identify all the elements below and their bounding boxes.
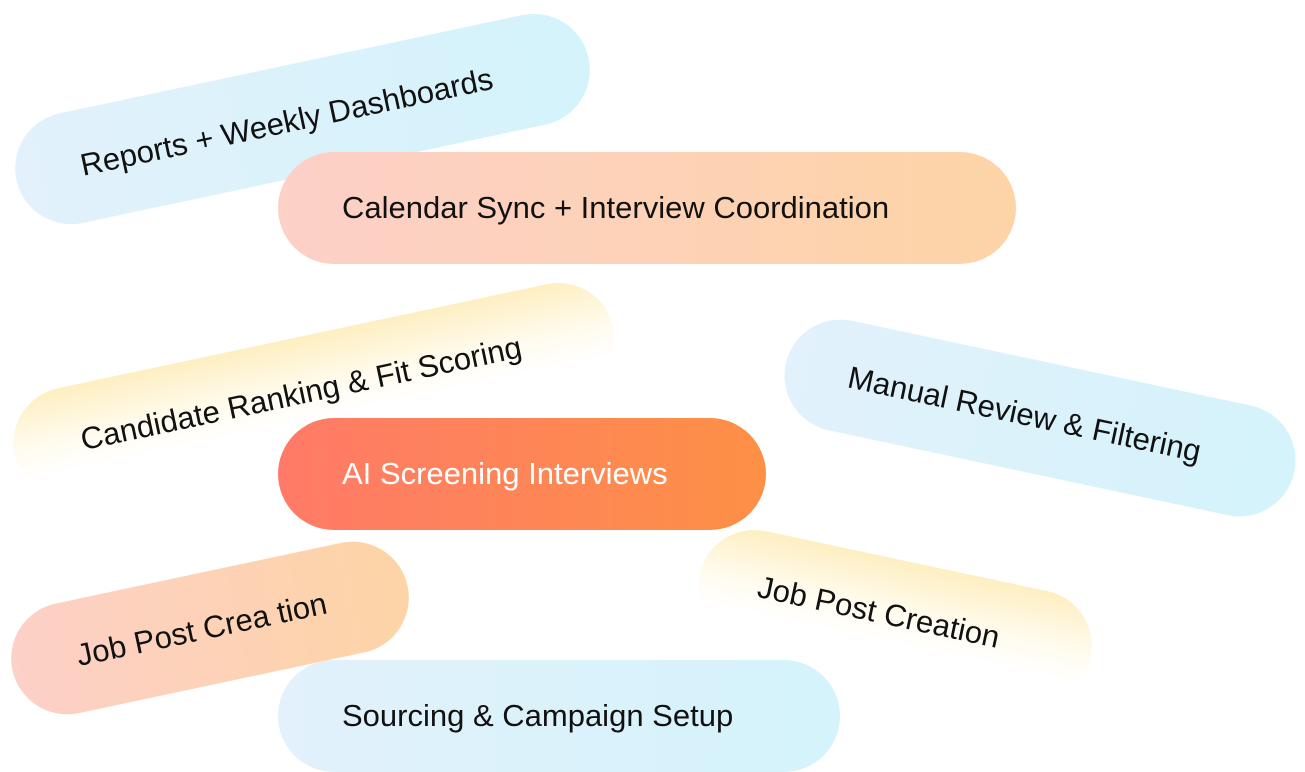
pill-label: AI Screening Interviews [342,456,668,491]
pill-label: Manual Review & Filtering [844,359,1205,469]
pill-label: Calendar Sync + Interview Coordination [342,190,890,225]
pill-manual-review: Manual Review & Filtering [774,309,1305,527]
pill-sourcing-campaign-setup: Sourcing & Campaign Setup [278,660,840,772]
pill-label: Job Post Crea tion [73,585,330,673]
pill-ai-screening-interviews: AI Screening Interviews [278,418,766,530]
pill-calendar-sync: Calendar Sync + Interview Coordination [278,152,1016,264]
pill-label: Job Post Creation [754,569,1003,655]
pill-label: Sourcing & Campaign Setup [342,698,734,733]
